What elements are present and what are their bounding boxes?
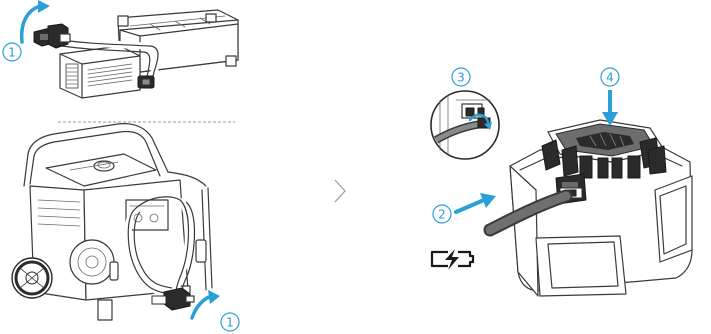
- cable-plug-connected: [138, 76, 154, 88]
- battery-module-illustration: [34, 10, 238, 98]
- power-station-illustration: [490, 120, 692, 296]
- rotate-arrow-icon: [192, 290, 220, 318]
- insert-arrow-icon: [456, 193, 496, 212]
- step-marker-right-lock: 4: [601, 68, 619, 86]
- chevron-right-icon: [335, 180, 345, 202]
- adapter-connector: [34, 24, 70, 48]
- svg-text:1: 1: [226, 316, 234, 330]
- detail-inset: [431, 91, 499, 159]
- generator-wheel: [12, 258, 52, 298]
- vent-grille: [66, 64, 78, 88]
- generator-illustration: [12, 124, 212, 320]
- step-marker-right-inset: 3: [452, 68, 470, 86]
- svg-text:1: 1: [8, 46, 16, 60]
- step-marker-bottom-left: 1: [221, 313, 239, 331]
- charging-battery-icon: [432, 249, 473, 270]
- svg-text:4: 4: [606, 71, 614, 85]
- step-marker-top-left: 1: [3, 43, 21, 61]
- svg-text:3: 3: [457, 71, 465, 85]
- step-marker-right-plug: 2: [433, 205, 451, 223]
- svg-text:2: 2: [438, 208, 446, 222]
